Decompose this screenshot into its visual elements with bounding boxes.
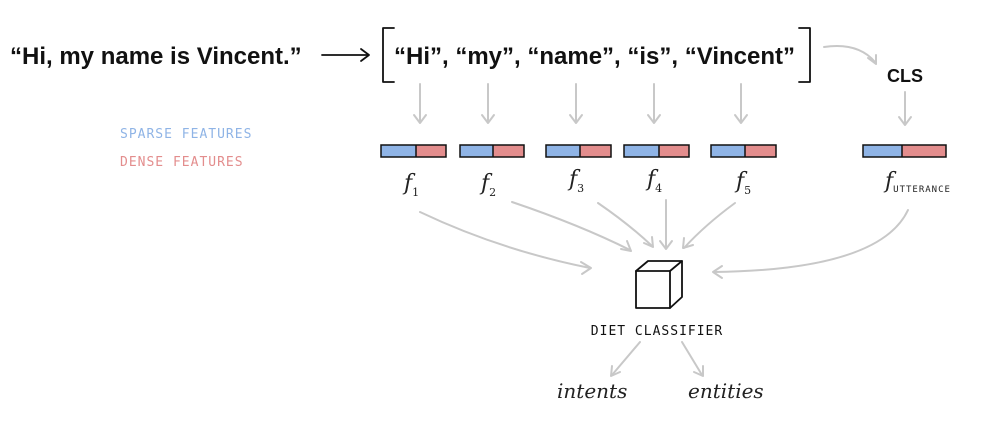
- tokens-to-cls-arrow: [823, 45, 877, 65]
- feature-bar-2: [459, 144, 525, 158]
- sentence-to-tokens-arrow: [321, 48, 370, 62]
- token-arrow-1: [413, 83, 427, 124]
- f4-arrow: [659, 199, 673, 250]
- token-arrow-2: [481, 83, 495, 124]
- utterance-arrow: [712, 209, 909, 279]
- feature-label-3: f3: [567, 167, 584, 195]
- input-sentence: “Hi, my name is Vincent.”: [10, 43, 302, 70]
- feature-label-4: f4: [645, 167, 662, 195]
- token-arrow-5: [734, 83, 748, 124]
- classifier-label: DIET CLASSIFIER: [591, 324, 723, 339]
- token-arrows: [413, 83, 912, 126]
- output-intents: intents: [557, 379, 627, 403]
- legend-dense-label: DENSE FEATURES: [120, 155, 244, 170]
- feature-bar-1: [380, 144, 447, 158]
- feature-to-classifier-arrows: [419, 199, 909, 279]
- f2-arrow: [511, 201, 632, 252]
- cls-label: CLS: [887, 66, 923, 86]
- token-arrow-4: [647, 83, 661, 124]
- feature-bar-3: [545, 144, 612, 158]
- f3-arrow: [597, 202, 654, 248]
- legend-sparse-label: SPARSE FEATURES: [120, 127, 252, 142]
- output-entities: entities: [688, 379, 764, 403]
- feature-label-1: f1: [402, 171, 419, 199]
- entities-arrow: [681, 341, 704, 377]
- f5-arrow: [682, 202, 736, 249]
- token-bracket-left: [382, 27, 395, 83]
- feature-label-2: f2: [479, 171, 496, 199]
- feature-label-utterance: fUTTERANCE: [883, 169, 951, 195]
- cube-icon: [635, 260, 683, 309]
- output-arrows: [610, 341, 704, 377]
- token-arrow-3: [569, 83, 583, 124]
- token-list: “Hi”, “my”, “name”, “is”, “Vincent”: [394, 43, 795, 70]
- cls-arrow: [898, 91, 912, 126]
- token-bracket-right: [798, 27, 811, 83]
- intents-arrow: [610, 341, 641, 377]
- feature-bar-5: [710, 144, 777, 158]
- feature-bar-4: [623, 144, 690, 158]
- feature-label-5: f5: [734, 169, 751, 197]
- feature-bar-utterance: [862, 144, 947, 158]
- f1-arrow: [419, 211, 592, 275]
